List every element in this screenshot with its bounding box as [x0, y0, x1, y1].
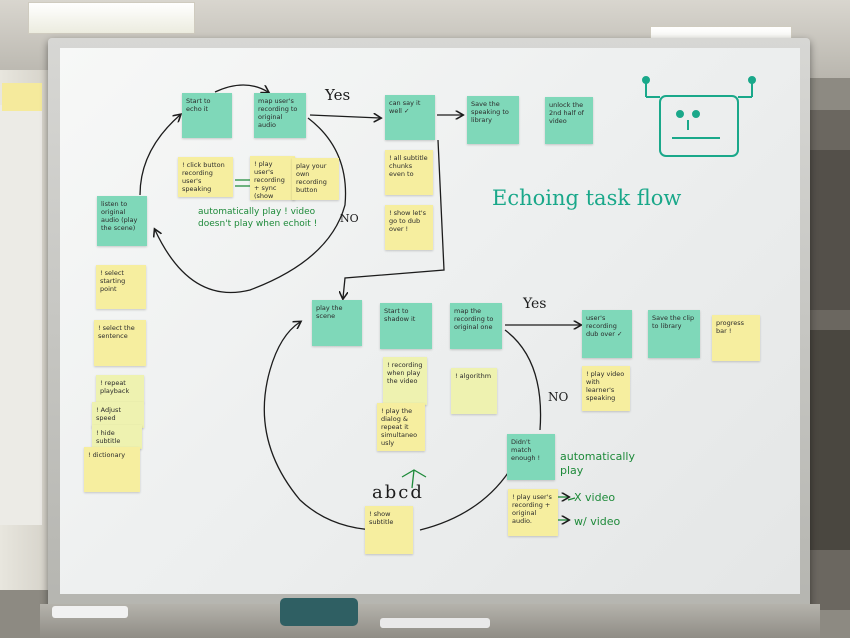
note-unlock-half: unlock the 2nd half of video — [545, 97, 593, 144]
note-all-subtitle: ! all subtitle chunks even to — [385, 150, 433, 195]
label-no-bottom: NO — [548, 390, 569, 404]
flow-title: Echoing task flow — [492, 186, 682, 210]
note-play-video-speaking: ! play video with learner's speaking — [582, 366, 630, 411]
label-x-video: X video — [574, 491, 616, 504]
label-yes-top: Yes — [325, 86, 351, 104]
neighbor-sticky-note — [2, 83, 42, 111]
note-map-recording-original: map the recording to original one — [450, 303, 502, 349]
robot-doodle-icon — [642, 76, 756, 157]
note-play-dialog-repeat: ! play the dialog & repeat it simultaneo… — [377, 403, 425, 451]
note-recording-while-play: ! recording when play the video — [383, 357, 427, 405]
note-start-shadow: Start to shadow it — [380, 303, 432, 349]
note-click-button: ! click button recording user's speaking — [178, 157, 233, 197]
note-select-starting: ! select starting point — [96, 265, 146, 309]
note-can-say-well: can say it well ✓ — [385, 95, 435, 140]
note-show-subtitle: ! show subtitle — [365, 506, 413, 554]
marker-pen — [52, 606, 128, 618]
note-listen-original: listen to original audio (play the scene… — [97, 196, 147, 246]
note-play-own-recording: play your own recording button — [292, 158, 339, 200]
neighbor-whiteboard — [0, 83, 42, 525]
note-didnt-match: Didn't match enough ! — [507, 434, 555, 480]
note-progress-bar: progress bar ! — [712, 315, 760, 361]
note-save-library-top: Save the speaking to library — [467, 96, 519, 144]
marker-tray — [40, 598, 820, 638]
note-algorithm: ! algorithm — [451, 368, 497, 414]
ceiling-light-left — [28, 2, 195, 34]
note-repeat-playback: ! repeat playback — [96, 375, 144, 403]
label-yes-bottom: Yes — [523, 296, 547, 312]
note-save-clip: Save the clip to library — [648, 310, 700, 358]
note-play-scene: play the scene — [312, 300, 362, 346]
label-no-top: NO — [340, 212, 359, 225]
marker-green — [380, 618, 490, 628]
note-map-recording: map user's recording to original audio — [254, 93, 306, 138]
note-hide-subtitle: ! hide subtitle — [92, 425, 142, 449]
note-play-recording-sync: ! play user's recording + sync (show vis… — [250, 156, 295, 200]
eraser — [280, 598, 358, 626]
note-play-users-recording-original: ! play user's recording + original audio… — [508, 489, 558, 536]
note-show-dub: ! show let's go to dub over ! — [385, 205, 433, 250]
label-abcd: abcd — [372, 482, 424, 503]
note-select-sentence: ! select the sentence — [94, 320, 146, 366]
note-adjust-speed: ! Adjust speed — [92, 402, 144, 428]
label-auto-play-bottom: automatically play — [560, 450, 635, 477]
note-dictionary: ! dictionary — [84, 447, 140, 492]
note-users-recording-dub: user's recording dub over ✓ — [582, 310, 632, 358]
note-start-echo: Start to echo it — [182, 93, 232, 138]
label-auto-play-note: automatically play ! video doesn't play … — [198, 207, 318, 229]
label-with-video: w/ video — [574, 515, 621, 528]
